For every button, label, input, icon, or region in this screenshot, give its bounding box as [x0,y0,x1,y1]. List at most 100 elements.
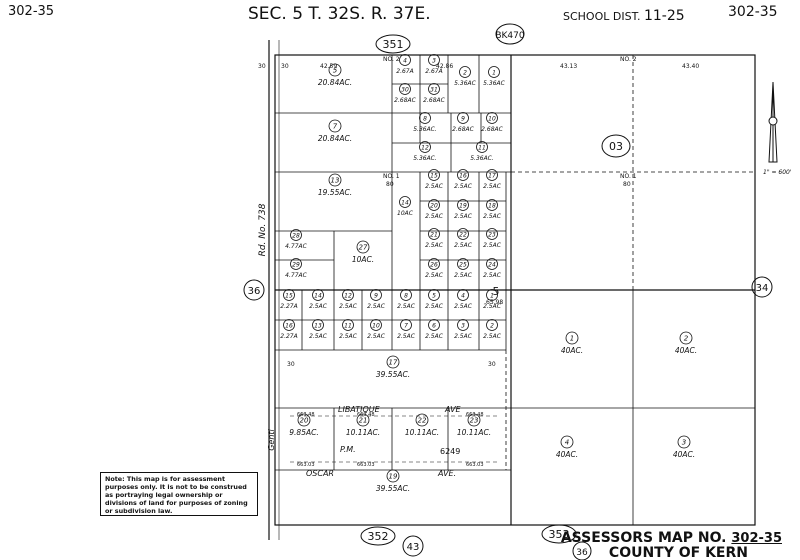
dimension-label: 663.03 [466,462,484,468]
dimension-label: 43.13 [560,63,577,70]
parcel-number: 10 [372,323,380,330]
parcel-number: 1 [570,335,574,343]
parcel-number-circle [486,258,498,270]
parcel-acreage: 2.5AC [425,183,444,190]
parcel-number: 12 [344,293,352,300]
parcel-number: 14 [314,293,322,300]
parcel-number-circle [428,258,440,270]
section-label-center: 03 [609,140,623,153]
adjacent-map-bottom-right: 353 [549,528,570,541]
parcel-number: 20 [430,203,438,210]
parcel-number-circle [328,119,342,133]
parcel-acreage: 40AC. [673,450,695,459]
parcel-number: 2 [490,323,494,330]
parcel-acreage: 2.5AC [425,333,444,340]
parcel-acreage: 2.5AC [309,333,328,340]
road-label-oscar: OSCAR [306,469,334,478]
parcel-number: 15 [285,293,293,300]
parcel-acreage: 5.36AC. [413,155,437,162]
adjacent-map-left: 36 [248,286,261,297]
parcel-number-circle [419,141,431,153]
assessors-map-number: ASSESSORS MAP NO. 302-35 [561,530,782,546]
parcel-number: 30 [401,87,409,94]
parcel-number: 22 [418,417,427,425]
dimension-label: 663.03 [297,462,315,468]
parcel-number-circle [356,240,370,254]
parcel-number: 27 [359,244,368,252]
parcel-number: 4 [461,293,465,300]
parcel-number-circle [488,66,500,78]
parcel-number: 16 [285,323,293,330]
parcel-number-circle [342,289,354,301]
adjacent-map-bottom-36: 36 [576,548,588,558]
parcel-number-circle [386,469,400,483]
parcel-number-circle [467,413,481,427]
parcel-acreage: 2.5AC [367,333,386,340]
parcel-acreage: 2.5AC [483,303,502,310]
parcel-number: 22 [459,232,467,239]
parcel-number: 11 [478,145,486,152]
parcel-acreage: 40AC. [561,346,583,355]
parcel-number-circle [457,319,469,331]
parcel-number: 9 [374,293,378,300]
dimension-label: 663.48 [297,412,315,418]
parcel-number-circle [283,289,295,301]
parcel-acreage: 2.5AC [454,183,473,190]
parcel-acreage: 2.5AC [397,303,416,310]
map-title: SEC. 5 T. 32S. R. 37E. [248,4,431,24]
parcel-acreage: 2.68AC [394,97,416,104]
map-number-text: 302-35 [8,4,55,19]
parcel-number: 1 [492,70,496,77]
parcel-number-circle [342,319,354,331]
parcel-acreage: 10AC [397,210,414,217]
parcel-number-circle [328,63,342,77]
dimension-label: 30 [488,361,496,368]
scale-label: 1" = 600' [763,169,792,176]
assessors-label: ASSESSORS MAP NO. [560,530,727,546]
parcel-number-circle [283,319,295,331]
parcel-number: 21 [359,417,368,425]
parcel-number: 6 [432,323,436,330]
parcel-number: 31 [430,87,438,94]
parcel-number-circle [428,199,440,211]
parcel-acreage: 2.5AC [454,333,473,340]
parcel-number: 17 [389,359,398,367]
parcel-number: 13 [331,177,340,185]
parcel-number: 4 [565,439,569,447]
parcel-number-circle [457,228,469,240]
parcel-acreage: 2.5AC [483,242,502,249]
parcel-acreage: 5.36AC [454,80,476,87]
parcel-number: 3 [461,323,465,330]
parcel-number-circle [428,289,440,301]
map-number-top-left: 302-35 [8,4,54,19]
road-label-no2: NO. 2 [383,56,400,63]
parcel-acreage: 2.5AC [454,303,473,310]
parcel-number-circle [428,228,440,240]
parcel-number-circle [399,196,411,208]
map-number-top-right: 302-35 [728,4,778,20]
disclaimer-text: Note: This map is for assessment purpose… [105,475,248,515]
parcel-acreage: 10.11AC. [346,428,380,437]
county-text: COUNTY OF KERN [608,545,748,560]
parcel-acreage: 2.5AC [397,333,416,340]
parcel-number: 19 [459,203,467,210]
school-district-label: SCHOOL DIST. [563,10,641,23]
parcel-number-circle [457,289,469,301]
parcel-acreage: 2.68AC [423,97,445,104]
parcel-acreage: 39.55AC. [376,484,410,493]
parcel-number: 16 [459,173,467,180]
parcel-number: 2 [463,70,467,77]
dimension-label: 30 [258,63,266,70]
parcel-acreage: 2.5AC [309,303,328,310]
parcel-number-circle [290,258,302,270]
parcel-number-circle [399,83,411,95]
parcel-number: 19 [389,473,398,481]
parcel-acreage: 2.5AC [339,303,358,310]
adjacent-map-top: 351 [383,38,404,51]
parcel-number-circle [476,141,488,153]
adjacent-map-refs [243,23,773,560]
road-label-no1: NO. 1 [383,173,400,180]
parcel-number-circle [399,54,411,66]
